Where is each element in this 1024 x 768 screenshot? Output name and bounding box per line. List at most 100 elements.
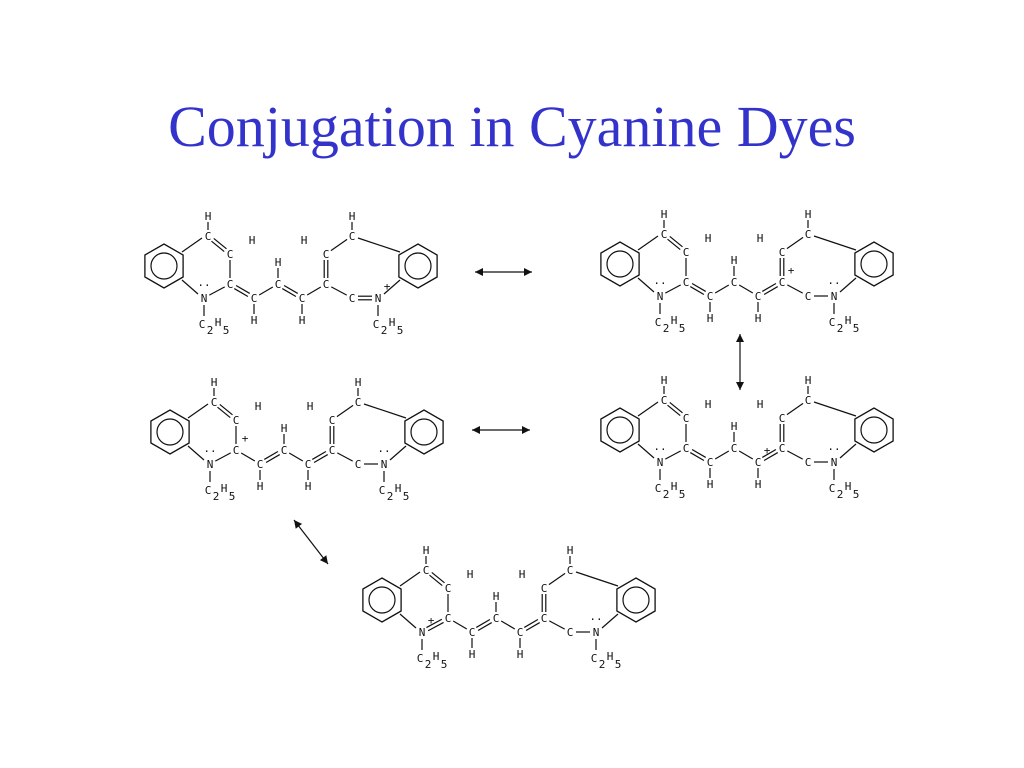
fused-bond xyxy=(575,571,619,587)
resonance-arrow-c-d-head xyxy=(472,426,480,434)
carbon-atom: C xyxy=(323,278,330,291)
right-benzene-ring xyxy=(616,577,656,623)
carbon-atom: C xyxy=(683,246,690,259)
hydrogen-atom: H xyxy=(301,234,308,247)
left-ethyl-group-subscript-5: 5 xyxy=(679,488,686,501)
hydrogen-atom: H xyxy=(349,210,356,223)
hydrogen-atom: H xyxy=(661,208,668,221)
chain-bond xyxy=(336,404,354,418)
fused-bond xyxy=(399,613,417,629)
chain-bond xyxy=(786,402,804,416)
chain-bond xyxy=(214,452,232,462)
hydrogen-atom: H xyxy=(567,544,574,557)
left-ethyl-group-hydrogen: H xyxy=(215,316,222,329)
fused-bond xyxy=(601,613,619,629)
carbon-atom: C xyxy=(779,412,786,425)
chain-bond xyxy=(714,284,730,294)
lone-pair: ·· xyxy=(653,443,666,456)
hydrogen-atom: H xyxy=(205,210,212,223)
resonance-arrow-a-b-head xyxy=(475,268,483,276)
resonance-arrow-d-e-head xyxy=(319,555,328,564)
fused-bond xyxy=(637,401,659,417)
hydrogen-atom: H xyxy=(257,480,264,493)
right-nitrogen-atom: N xyxy=(381,458,388,471)
left-ethyl-group-hydrogen: H xyxy=(671,314,678,327)
right-ethyl-group-subscript-2: 2 xyxy=(387,490,394,503)
left-ethyl-group-carbon: C xyxy=(199,318,206,331)
hydrogen-atom: H xyxy=(705,398,712,411)
carbon-atom: C xyxy=(349,292,356,305)
positive-charge: + xyxy=(428,614,435,627)
carbon-atom: C xyxy=(323,248,330,261)
carbon-atom: C xyxy=(275,278,282,291)
fused-bond xyxy=(399,571,421,587)
hydrogen-atom: H xyxy=(757,398,764,411)
left-nitrogen-atom: N xyxy=(657,290,664,303)
hydrogen-atom: H xyxy=(707,478,714,491)
lone-pair: ·· xyxy=(589,613,602,626)
carbon-atom: C xyxy=(779,442,786,455)
carbon-atom: C xyxy=(305,458,312,471)
chain-bond xyxy=(313,454,329,464)
carbon-atom: C xyxy=(805,394,812,407)
hydrogen-atom: H xyxy=(255,400,262,413)
lone-pair: ·· xyxy=(827,277,840,290)
carbon-atom: C xyxy=(493,612,500,625)
hydrogen-atom: H xyxy=(519,568,526,581)
carbon-atom: C xyxy=(707,290,714,303)
fused-bond xyxy=(637,277,655,293)
right-nitrogen-atom: N xyxy=(593,626,600,639)
carbon-atom: C xyxy=(779,276,786,289)
hydrogen-atom: H xyxy=(469,648,476,661)
right-ethyl-group-carbon: C xyxy=(373,318,380,331)
carbon-atom: C xyxy=(257,458,264,471)
left-ethyl-group-subscript-2: 2 xyxy=(425,658,432,671)
lone-pair: ·· xyxy=(203,445,216,458)
hydrogen-atom: H xyxy=(757,232,764,245)
chain-bond xyxy=(336,452,354,462)
carbon-atom: C xyxy=(731,442,738,455)
left-ethyl-group-carbon: C xyxy=(417,652,424,665)
carbon-atom: C xyxy=(567,626,574,639)
hydrogen-atom: H xyxy=(661,374,668,387)
resonance-arrow-d-e-shaft xyxy=(293,519,329,565)
left-nitrogen-atom: N xyxy=(201,292,208,305)
fused-bond xyxy=(181,279,199,295)
carbon-atom: C xyxy=(423,564,430,577)
right-benzene-ring-aromatic-circle xyxy=(622,586,650,614)
chain-bond xyxy=(306,286,322,296)
lone-pair: ·· xyxy=(827,443,840,456)
chain-bond xyxy=(217,406,231,419)
hydrogen-atom: H xyxy=(299,314,306,327)
right-ethyl-group-hydrogen: H xyxy=(845,314,852,327)
chain-bond xyxy=(664,450,682,460)
left-ethyl-group-subscript-5: 5 xyxy=(229,490,236,503)
carbon-atom: C xyxy=(211,396,218,409)
fused-bond xyxy=(813,235,857,251)
chain-bond xyxy=(691,282,707,292)
chain-bond xyxy=(281,288,297,298)
chain-bond xyxy=(477,622,493,632)
chain-bond xyxy=(263,450,279,460)
fused-bond xyxy=(637,235,659,251)
right-ethyl-group-subscript-2: 2 xyxy=(381,324,388,337)
chain-bond xyxy=(475,618,491,628)
left-benzene-ring xyxy=(144,243,184,289)
hydrogen-atom: H xyxy=(731,254,738,267)
carbon-atom: C xyxy=(469,626,476,639)
right-ethyl-group-subscript-2: 2 xyxy=(837,322,844,335)
hydrogen-atom: H xyxy=(755,478,762,491)
left-ethyl-group-subscript-2: 2 xyxy=(213,490,220,503)
hydrogen-atom: H xyxy=(805,208,812,221)
carbon-atom: C xyxy=(683,412,690,425)
left-benzene-ring-aromatic-circle xyxy=(606,250,634,278)
chain-bond xyxy=(667,404,681,417)
chain-bond xyxy=(208,286,226,296)
hydrogen-atom: H xyxy=(731,420,738,433)
fused-bond xyxy=(383,279,401,295)
right-ethyl-group-subscript-5: 5 xyxy=(403,490,410,503)
carbon-atom: C xyxy=(683,276,690,289)
chain-bond xyxy=(738,450,754,460)
